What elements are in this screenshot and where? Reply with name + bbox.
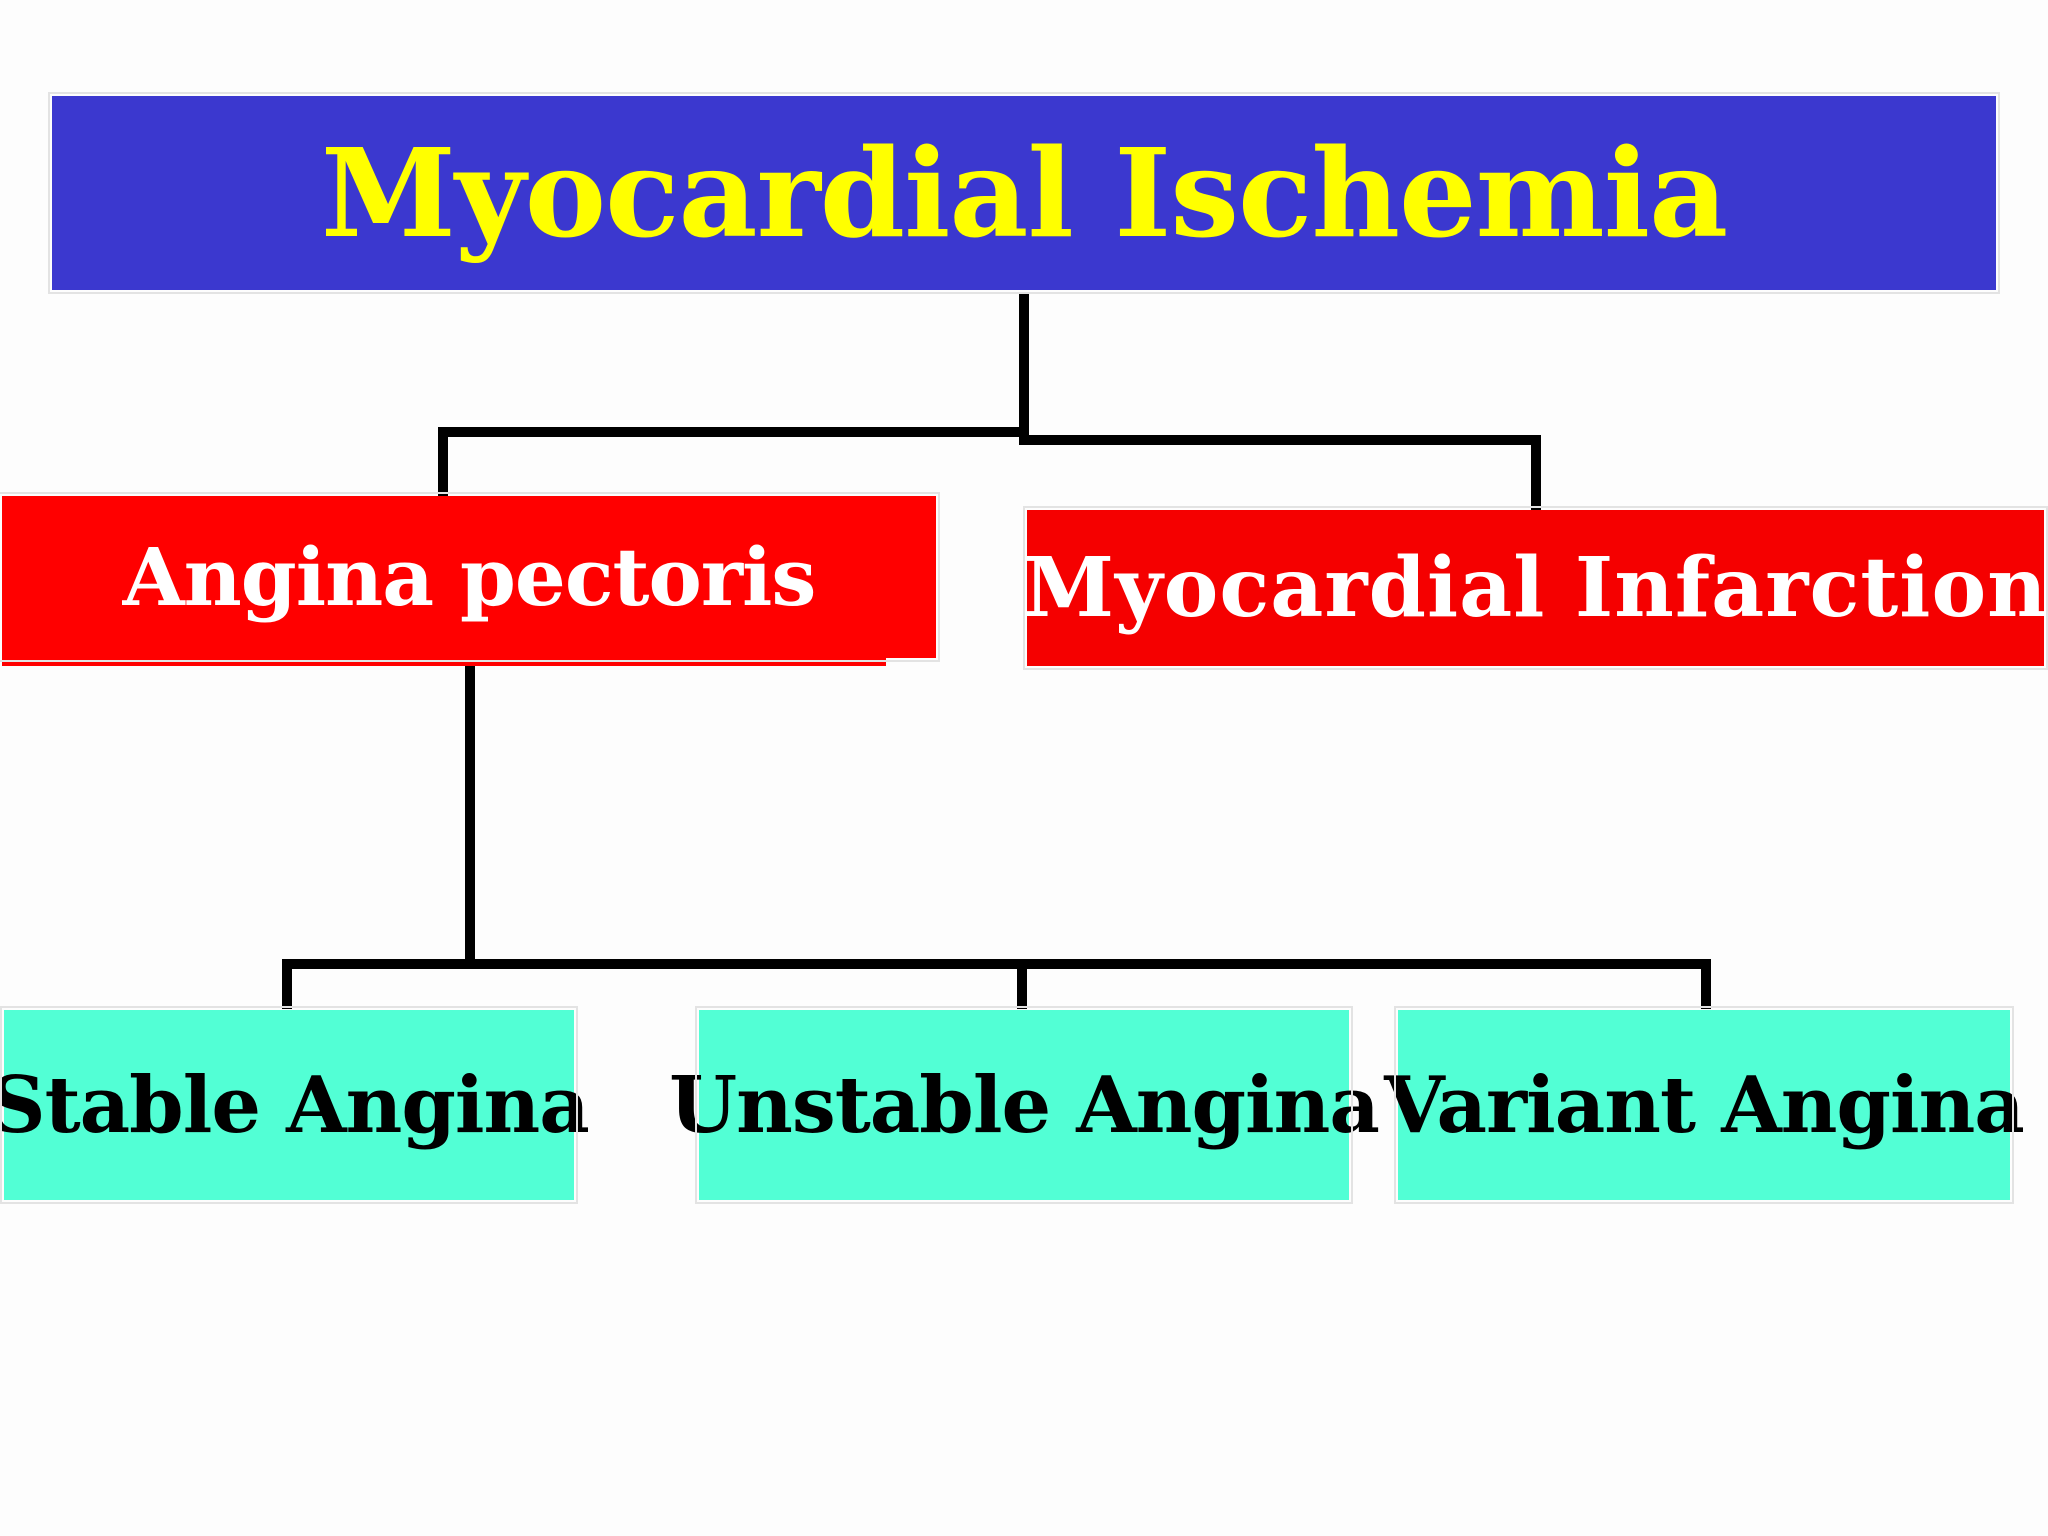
node-label: Unstable Angina <box>669 1059 1380 1151</box>
node-unstable-angina: Unstable Angina <box>669 1006 1380 1204</box>
node-label: Angina pectoris <box>122 530 817 624</box>
node-stable-angina: Stable Angina <box>0 1006 590 1204</box>
connector-root-to-angina <box>438 427 1029 499</box>
angina-box-underline <box>2 658 886 666</box>
connector-root-to-infarction <box>1019 435 1541 510</box>
node-myocardial-infarction: Myocardial Infarction <box>1023 506 2048 670</box>
node-label: Myocardial Ischemia <box>320 121 1728 265</box>
node-variant-angina: Variant Angina <box>1384 1006 2025 1204</box>
node-label: Variant Angina <box>1384 1059 2025 1151</box>
node-label: Stable Angina <box>0 1059 590 1151</box>
node-myocardial-ischemia: Myocardial Ischemia <box>48 92 2000 294</box>
node-label: Myocardial Infarction <box>1023 540 2048 636</box>
node-angina-pectoris: Angina pectoris <box>0 492 940 662</box>
